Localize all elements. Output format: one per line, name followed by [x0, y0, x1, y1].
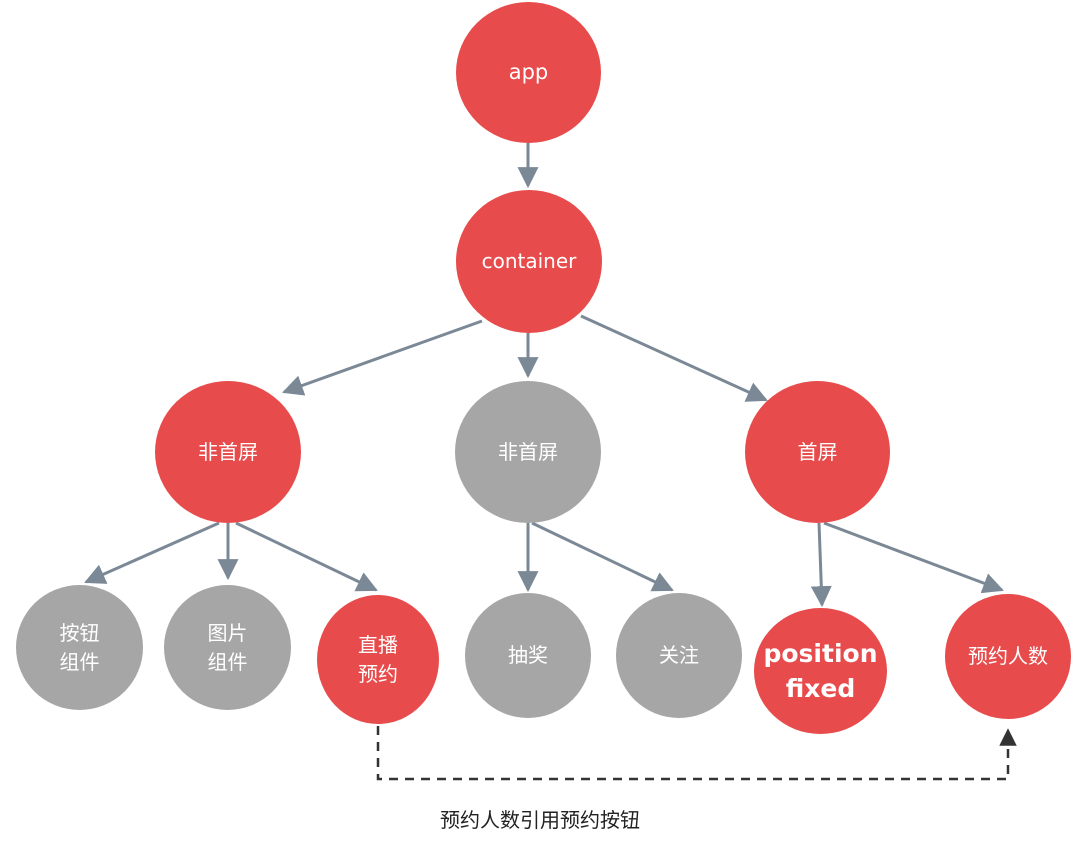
reference-caption: 预约人数引用预约按钮: [440, 808, 640, 832]
node-first-screen[interactable]: 首屏: [745, 381, 890, 523]
node-image-component[interactable]: 图片 组件: [164, 585, 291, 710]
node-position-fixed-line1: position: [763, 638, 878, 668]
edge-first-count: [823, 521, 1004, 594]
node-reservation-count-label: 预约人数: [968, 644, 1048, 669]
node-follow[interactable]: 关注: [616, 593, 742, 718]
node-lottery[interactable]: 抽奖: [465, 593, 591, 718]
node-image-component-line2: 组件: [207, 649, 248, 674]
node-non-first-screen-mid[interactable]: 非首屏: [455, 381, 601, 523]
node-button-component-line1: 按钮: [59, 621, 100, 646]
node-app-label: app: [508, 59, 549, 84]
reference-dashed-edge: [376, 726, 1017, 781]
node-position-fixed-line2: fixed: [785, 674, 856, 703]
edge-first-fixed: [810, 522, 832, 608]
node-button-component-line2: 组件: [59, 649, 100, 674]
node-container-label: container: [481, 249, 577, 274]
node-live-reservation-line2: 预约: [358, 661, 398, 686]
node-follow-label: 关注: [659, 643, 699, 668]
edge-container-left: [282, 319, 483, 396]
edge-mid-follow: [531, 521, 674, 592]
node-live-reservation[interactable]: 直播 预约: [317, 595, 439, 724]
node-non-first-screen-left[interactable]: 非首屏: [155, 381, 301, 523]
node-app[interactable]: app: [456, 2, 601, 143]
node-non-first-screen-mid-label: 非首屏: [498, 439, 558, 464]
node-container[interactable]: container: [456, 190, 602, 333]
node-position-fixed[interactable]: position fixed: [754, 608, 887, 734]
edge-left-button: [84, 521, 220, 584]
node-live-reservation-line1: 直播: [358, 633, 398, 658]
edge-container-right: [580, 314, 768, 402]
node-first-screen-label: 首屏: [797, 439, 838, 464]
node-lottery-label: 抽奖: [508, 643, 548, 668]
node-reservation-count[interactable]: 预约人数: [945, 594, 1071, 719]
node-non-first-screen-left-label: 非首屏: [198, 439, 258, 464]
edge-left-live: [235, 521, 378, 592]
node-image-component-line1: 图片: [207, 621, 248, 646]
node-button-component[interactable]: 按钮 组件: [16, 585, 143, 710]
